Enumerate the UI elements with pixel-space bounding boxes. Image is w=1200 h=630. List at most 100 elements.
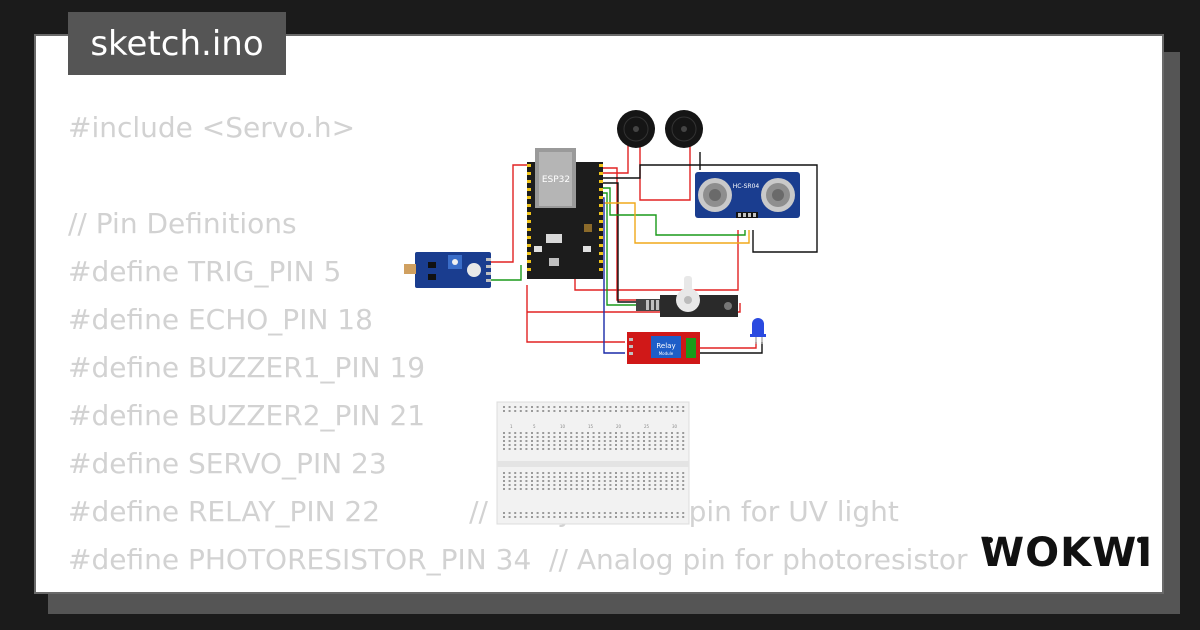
breadboard-hole (603, 440, 606, 442)
breadboard-hole (547, 440, 550, 442)
breadboard-hole (514, 410, 517, 412)
breadboard-hole (508, 432, 511, 434)
breadboard-hole (542, 516, 545, 518)
breadboard-hole (637, 472, 640, 474)
breadboard-hole (676, 440, 679, 442)
breadboard-hole (643, 476, 645, 478)
breadboard-hole (564, 406, 567, 408)
breadboard-hole (536, 484, 539, 486)
breadboard-hole (654, 472, 657, 474)
breadboard-hole (643, 512, 645, 514)
breadboard-hole (682, 406, 685, 408)
breadboard-hole (514, 432, 517, 434)
breadboard-hole (525, 406, 528, 408)
breadboard-hole (581, 406, 584, 408)
breadboard-hole (598, 406, 601, 408)
breadboard-hole (659, 472, 662, 474)
breadboard-hole (553, 440, 556, 442)
breadboard-hole (542, 436, 545, 438)
breadboard-hole (542, 432, 545, 434)
breadboard-hole (643, 432, 645, 434)
breadboard-hole (631, 488, 634, 490)
breadboard-hole (615, 410, 617, 412)
breadboard-hole (564, 476, 567, 478)
breadboard-hole (637, 448, 640, 450)
breadboard-hole (631, 448, 634, 450)
breadboard-hole (575, 440, 578, 442)
breadboard-hole (609, 472, 612, 474)
breadboard-hole (603, 448, 606, 450)
breadboard-hole (514, 476, 517, 478)
breadboard-hole (519, 432, 522, 434)
breadboard-hole (519, 444, 522, 446)
project-preview-card: #include <Servo.h>​// Pin Definitions#de… (34, 34, 1164, 594)
breadboard-hole (671, 476, 673, 478)
breadboard-hole (676, 448, 679, 450)
breadboard-hole (536, 436, 539, 438)
breadboard-hole (648, 476, 651, 478)
breadboard-hole (654, 444, 657, 446)
breadboard-hole (598, 448, 601, 450)
servo-motor (636, 276, 738, 317)
breadboard-hole (631, 476, 634, 478)
breadboard-hole (514, 436, 517, 438)
breadboard-hole (665, 472, 668, 474)
breadboard-hole (542, 410, 545, 412)
breadboard-hole (553, 472, 556, 474)
breadboard-hole (553, 448, 556, 450)
breadboard-hole (654, 436, 657, 438)
breadboard-hole (643, 516, 645, 518)
breadboard-hole (643, 406, 645, 408)
breadboard-hole (547, 476, 550, 478)
breadboard-hole (536, 512, 539, 514)
breadboard-hole (615, 444, 617, 446)
breadboard-hole (581, 488, 584, 490)
breadboard-hole (559, 480, 561, 482)
breadboard-hole (564, 472, 567, 474)
breadboard-hole (575, 432, 578, 434)
breadboard-hole (575, 448, 578, 450)
breadboard-hole (620, 484, 623, 486)
breadboard-hole (514, 440, 517, 442)
logo-dot (987, 537, 993, 543)
breadboard-hole (553, 476, 556, 478)
breadboard-hole (559, 440, 561, 442)
breadboard-hole (648, 512, 651, 514)
breadboard-hole (559, 472, 561, 474)
breadboard-hole (547, 444, 550, 446)
breadboard-hole (615, 488, 617, 490)
breadboard-hole (620, 472, 623, 474)
breadboard-hole (570, 444, 573, 446)
breadboard-hole (626, 484, 629, 486)
breadboard-hole (631, 444, 634, 446)
breadboard-hole (626, 476, 629, 478)
breadboard-hole (609, 448, 612, 450)
breadboard-hole (671, 516, 673, 518)
breadboard-hole (648, 484, 651, 486)
breadboard-hole (631, 436, 634, 438)
breadboard-hole (671, 406, 673, 408)
breadboard-hole (659, 476, 662, 478)
relay-label: Relay (656, 342, 675, 350)
breadboard-hole (519, 516, 522, 518)
breadboard-hole (525, 472, 528, 474)
breadboard-hole (514, 444, 517, 446)
wokwi-logo-text: WOKWI (980, 530, 1153, 576)
breadboard-hole (531, 448, 533, 450)
breadboard-hole (542, 512, 545, 514)
breadboard-hole (570, 516, 573, 518)
breadboard-hole (637, 444, 640, 446)
breadboard-hole (631, 516, 634, 518)
breadboard-hole (581, 480, 584, 482)
breadboard-hole (631, 484, 634, 486)
file-tab[interactable]: sketch.ino (68, 12, 286, 75)
breadboard-hole (547, 472, 550, 474)
breadboard-hole (654, 516, 657, 518)
breadboard-hole (508, 476, 511, 478)
breadboard-hole (536, 444, 539, 446)
esp32-board: ESP32 (527, 148, 603, 279)
breadboard-hole (665, 448, 668, 450)
breadboard-hole (531, 512, 533, 514)
breadboard-hole (547, 406, 550, 408)
breadboard-hole (508, 488, 511, 490)
